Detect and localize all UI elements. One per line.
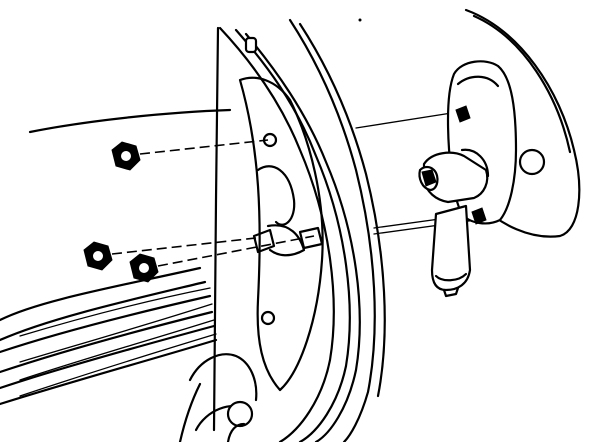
mirror-assembly (418, 8, 581, 298)
door-trim-panel (0, 108, 232, 406)
nut-2 (83, 241, 113, 271)
nut-3 (129, 253, 159, 283)
lower-body-detail (178, 353, 258, 442)
registration-dot (358, 18, 362, 22)
nut-1 (111, 141, 141, 171)
door-frame (212, 18, 386, 442)
